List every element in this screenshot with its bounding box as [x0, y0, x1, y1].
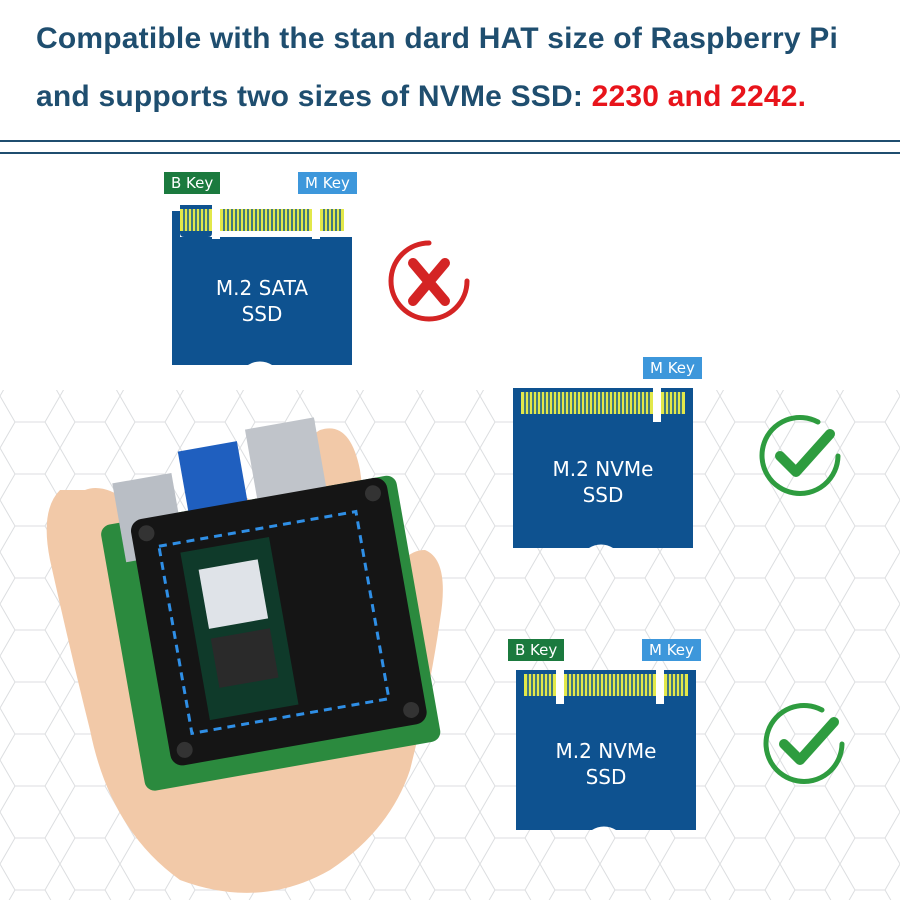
- header-divider: [0, 140, 900, 154]
- m2-nvme-bm-key-card: B Key M Key M.2 NVMe SSD: [508, 639, 701, 830]
- m2-nvme-m-key-card: M Key M.2 NVMe SSD: [513, 357, 702, 548]
- b-key-tag: B Key: [508, 639, 565, 661]
- card-name-line-2: SSD: [582, 483, 624, 507]
- card-name-line-2: SSD: [585, 765, 627, 789]
- m2-sata-ssd-board: [172, 205, 352, 365]
- headline-line-1: Compatible with the stan dard HAT size o…: [36, 22, 839, 55]
- check-circle-icon: [759, 414, 841, 496]
- cross-circle-icon: [388, 240, 470, 322]
- card-name-line-1: M.2 SATA: [215, 276, 309, 300]
- m2-nvme-m-key-board: [513, 388, 693, 548]
- card-name-line-1: M.2 NVMe: [555, 739, 657, 763]
- m2-nvme-bm-key-board: [516, 670, 696, 830]
- m2-sata-ssd-card: B Key M Key M.2 SATA SSD: [164, 172, 357, 365]
- headline-line-2-prefix: and supports two sizes of NVMe SSD:: [36, 80, 592, 113]
- m-key-tag: M Key: [643, 357, 702, 379]
- b-key-tag: B Key: [164, 172, 221, 194]
- m-key-tag: M Key: [298, 172, 357, 194]
- m-key-tag: M Key: [642, 639, 701, 661]
- card-name-line-2: SSD: [241, 302, 283, 326]
- headline-line-2: and supports two sizes of NVMe SSD: 2230…: [36, 80, 806, 114]
- m2-nvme-label: M.2 NVMe SSD: [513, 456, 693, 508]
- card-name-line-1: M.2 NVMe: [552, 457, 654, 481]
- m2-nvme-label: M.2 NVMe SSD: [516, 738, 696, 790]
- check-circle-icon: [763, 702, 845, 784]
- headline-highlight-sizes: 2230 and 2242.: [591, 80, 807, 113]
- raspberry-pi-with-nvme-hat-photo: [46, 417, 443, 893]
- m2-sata-ssd-label: M.2 SATA SSD: [172, 275, 352, 327]
